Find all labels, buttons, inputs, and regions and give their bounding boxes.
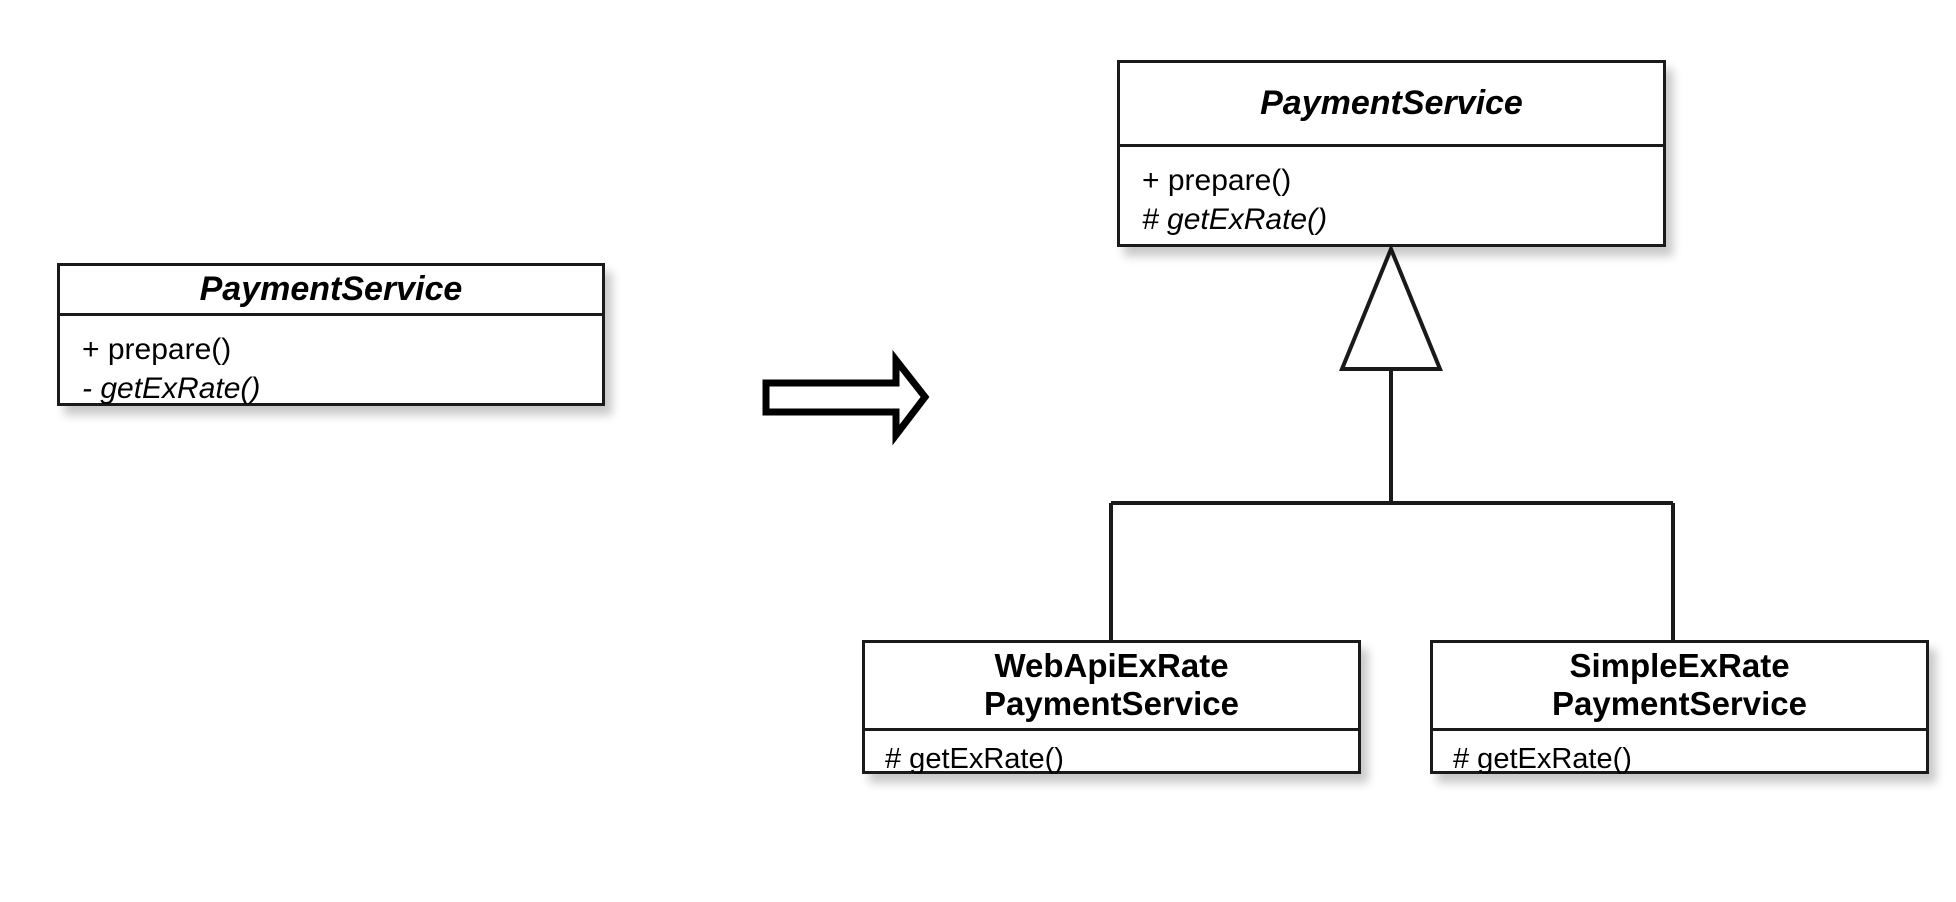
class-members-webapi: # getExRate(): [865, 731, 1358, 779]
block-arrow-right-icon: [762, 349, 930, 446]
class-members-simple: # getExRate(): [1433, 731, 1926, 779]
member-getexrate-webapi: # getExRate(): [885, 742, 1064, 775]
member-getexrate-before: - getExRate(): [82, 372, 261, 406]
class-name-simple-exrate-payment-service: SimpleExRate PaymentService: [1433, 643, 1926, 731]
member-prepare-abstract: + prepare(): [1142, 164, 1292, 197]
class-box-payment-service-before[interactable]: PaymentService + prepare() - getExRate(): [57, 263, 605, 406]
class-members-abstract: + prepare() # getExRate(): [1120, 147, 1663, 244]
class-name-webapi-exrate-payment-service: WebApiExRate PaymentService: [865, 643, 1358, 731]
class-name-payment-service-before: PaymentService: [60, 266, 602, 317]
class-box-simple-exrate-payment-service[interactable]: SimpleExRate PaymentService # getExRate(…: [1430, 640, 1929, 775]
class-name-payment-service-abstract: PaymentService: [1120, 63, 1663, 147]
member-getexrate-abstract: # getExRate(): [1142, 203, 1328, 236]
member-getexrate-simple: # getExRate(): [1453, 742, 1632, 775]
hollow-triangle-icon: [1339, 243, 1443, 371]
class-box-webapi-exrate-payment-service[interactable]: WebApiExRate PaymentService # getExRate(…: [862, 640, 1361, 775]
class-members-before: + prepare() - getExRate(): [60, 316, 602, 408]
member-prepare-before: + prepare(): [82, 333, 232, 367]
class-box-payment-service-abstract[interactable]: PaymentService + prepare() # getExRate(): [1117, 60, 1666, 247]
